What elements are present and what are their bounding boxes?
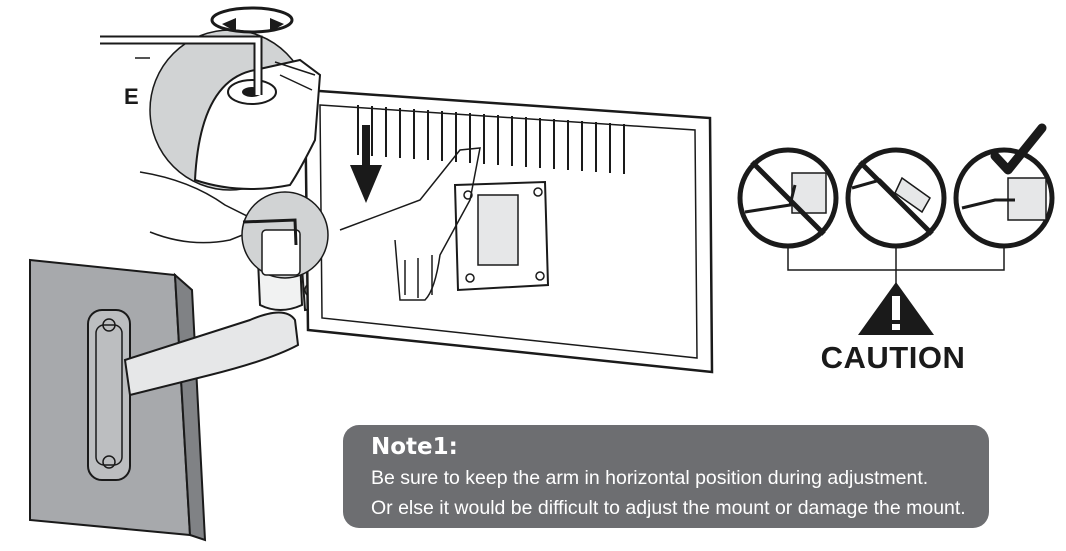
hand-left bbox=[139, 171, 266, 244]
check-mark-icon bbox=[990, 123, 1047, 175]
down-arrow-icon bbox=[350, 125, 382, 203]
vent-slots bbox=[357, 105, 625, 174]
note-line: Or else it would be difficult to adjust … bbox=[371, 497, 966, 519]
note-line: Be sure to keep the arm in horizontal po… bbox=[371, 467, 929, 489]
approved-icon bbox=[953, 147, 1055, 249]
hex-key-icon bbox=[100, 35, 263, 95]
caution-connector bbox=[787, 246, 1005, 285]
caution-label: CAUTION bbox=[820, 340, 966, 375]
magnifier-detail-large bbox=[149, 29, 322, 191]
prohibited-icon bbox=[845, 147, 947, 249]
note-title: Note1: bbox=[371, 434, 458, 460]
hand-right bbox=[339, 147, 481, 301]
prohibited-icon bbox=[737, 147, 839, 249]
tool-label: E bbox=[124, 84, 139, 109]
rotate-arrows-icon bbox=[210, 6, 294, 34]
wall-plate bbox=[29, 258, 207, 542]
vesa-bracket bbox=[453, 180, 550, 292]
magnifier-detail-small bbox=[241, 191, 329, 279]
note-box: Note1: Be sure to keep the arm in horizo… bbox=[343, 425, 989, 528]
warning-triangle-icon bbox=[858, 282, 934, 335]
